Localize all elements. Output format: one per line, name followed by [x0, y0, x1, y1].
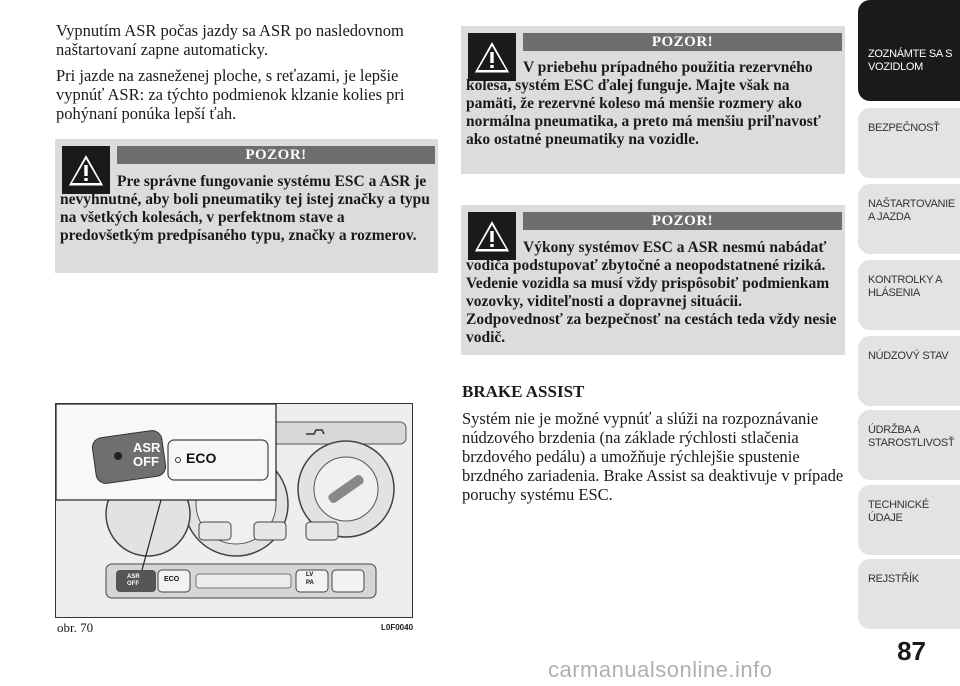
- warning-text: Pre správne fungovanie systému ESC a ASR…: [60, 173, 430, 244]
- warning-text: Výkony systémov ESC a ASR nesmú nabádať …: [466, 239, 837, 346]
- warning-title: POZOR!: [117, 146, 435, 164]
- sidebar-tab-maintenance[interactable]: ÚDRŽBA A STAROSTLIVOSŤ: [858, 410, 960, 480]
- asr-label-bottom: OFF: [133, 454, 159, 469]
- warning-triangle-icon: [468, 212, 516, 260]
- brake-assist-heading: BRAKE ASSIST: [462, 382, 585, 401]
- warning-box-spare-wheel: POZOR! V priebehu prípadného použitia re…: [461, 26, 845, 174]
- sidebar-tab-warning-lights[interactable]: KONTROLKY A HLÁSENIA: [858, 260, 960, 330]
- brake-assist-paragraph: Systém nie je možné vypnúť a slúži na ro…: [462, 409, 844, 504]
- sidebar-tab-starting[interactable]: NAŠTARTOVANIE A JAZDA: [858, 184, 960, 254]
- lv-small-top: LV: [306, 572, 314, 578]
- warning-triangle-icon: [468, 33, 516, 81]
- warning-box-tires: POZOR! Pre správne fungovanie systému ES…: [55, 139, 438, 273]
- lv-small-bottom: PA: [306, 580, 314, 586]
- asr-small-bottom: OFF: [127, 581, 139, 587]
- figure-caption: obr. 70: [57, 620, 94, 635]
- warning-text: V priebehu prípadného použitia rezervnéh…: [466, 59, 821, 148]
- warning-box-responsibility: POZOR! Výkony systémov ESC a ASR nesmú n…: [461, 205, 845, 355]
- warning-title: POZOR!: [523, 33, 842, 51]
- sidebar-tab-emergency[interactable]: NÚDZOVÝ STAV: [858, 336, 960, 406]
- eco-small-label: ECO: [164, 576, 180, 583]
- sidebar-tab-index[interactable]: REJSTŘÍK: [858, 559, 960, 629]
- page-number: 87: [897, 636, 926, 666]
- intro-paragraph: Vypnutím ASR počas jazdy sa ASR po nasle…: [56, 21, 404, 59]
- dashboard-figure: ASR OFF ECO ASR OFF ECO LV PA: [55, 403, 413, 618]
- figure-code: L0F0040: [381, 623, 414, 632]
- watermark: carmanualsonline.info: [548, 657, 773, 682]
- asr-small-top: ASR: [127, 574, 140, 580]
- eco-label: ECO: [186, 450, 217, 466]
- warning-title: POZOR!: [523, 212, 842, 230]
- sidebar-tab-safety[interactable]: BEZPEČNOSŤ: [858, 108, 960, 178]
- sidebar-tab-vehicle[interactable]: ZOZNÁMTE SA S VOZIDLOM: [858, 0, 960, 101]
- asr-label-top: ASR: [133, 440, 161, 455]
- snow-paragraph: Pri jazde na zasneženej ploche, s reťaza…: [56, 66, 405, 123]
- warning-triangle-icon: [62, 146, 110, 194]
- sidebar-tab-technical-data[interactable]: TECHNICKÉ ÚDAJE: [858, 485, 960, 555]
